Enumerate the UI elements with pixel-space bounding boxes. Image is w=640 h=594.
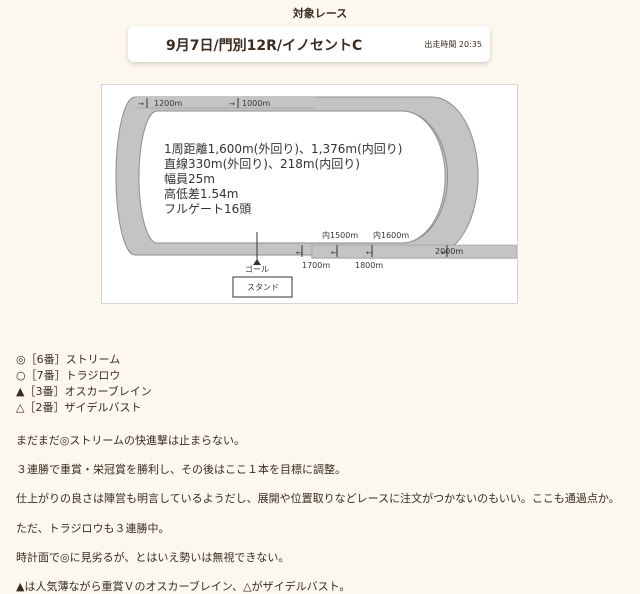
chute-bottom <box>311 244 517 259</box>
goal-marker <box>253 259 261 265</box>
chute-top <box>135 97 315 108</box>
label-stand: スタンド <box>247 283 279 292</box>
comment-paragraph-2: ３連勝で重賞・栄冠賞を勝利し、その後はここ１本を目標に調整。 <box>16 463 346 476</box>
course-map: → → ← ← ← ← 1200m 1000m 1700m 1800m 2000… <box>115 96 517 298</box>
comment-paragraph-6: ▲は人気薄ながら重賞Ｖのオスカーブレイン、△がザイデルバスト。 <box>16 580 351 593</box>
label-1200m: 1200m <box>154 99 182 108</box>
race-start-time: 出走時間 20:35 <box>424 40 482 49</box>
label-1800m: 1800m <box>355 261 383 270</box>
course-info-4: 高低差1.54m <box>164 186 238 201</box>
comment-paragraph-3: 仕上がりの良さは陣営も明言しているようだし、展開や位置取りなどレースに注文がつか… <box>16 492 620 505</box>
comment-paragraph-4: ただ、トラジロウも３連勝中。 <box>16 522 170 535</box>
comment-paragraph-1: まだまだ◎ストリームの快進撃は止まらない。 <box>16 434 246 447</box>
race-header-card: 9月7日/門別12R/イノセントC 出走時間 20:35 <box>128 26 490 62</box>
course-diagram: → → ← ← ← ← 1200m 1000m 1700m 1800m 2000… <box>101 84 518 304</box>
label-2000m: 2000m <box>435 247 463 256</box>
pick-honmei: ◎［6番］ストリーム <box>16 353 121 366</box>
course-info-5: フルゲート16頭 <box>164 202 251 216</box>
picks-list: ◎［6番］ストリーム ○［7番］トラジロウ ▲［3番］オスカーブレイン △［2番… <box>16 352 152 416</box>
pick-taikou: ○［7番］トラジロウ <box>16 369 121 382</box>
stand-box <box>232 276 293 298</box>
course-info-3: 幅員25m <box>164 171 215 186</box>
arrow-1200: → <box>138 100 144 108</box>
arrow-1500: ← <box>331 249 337 257</box>
arrow-1700: ← <box>296 249 302 257</box>
label-1000m: 1000m <box>242 99 270 108</box>
race-name: 9月7日/門別12R/イノセントC <box>166 38 363 54</box>
infield <box>138 110 446 244</box>
pick-tanana: ▲［3番］オスカーブレイン <box>16 385 152 398</box>
comment-paragraph-5: 時計面で◎に見劣るが、とはいえ勢いは無視できない。 <box>16 551 290 564</box>
course-info-1: 1周距離1,600m(外回り)、1,376m(内回り) <box>164 142 402 156</box>
label-1700m: 1700m <box>302 261 330 270</box>
section-title: 対象レース <box>292 7 348 20</box>
label-goal: ゴール <box>245 264 269 274</box>
label-inner-1500m: 内1500m <box>322 230 358 240</box>
course-info-2: 直線330m(外回り)、218m(内回り) <box>164 156 360 171</box>
arrow-1000: → <box>229 100 235 108</box>
arrow-2000: ← <box>441 249 447 257</box>
arrow-1800: ← <box>366 249 372 257</box>
label-inner-1600m: 内1600m <box>373 230 409 240</box>
pick-renka: △［2番］ザイデルバスト <box>16 401 142 414</box>
